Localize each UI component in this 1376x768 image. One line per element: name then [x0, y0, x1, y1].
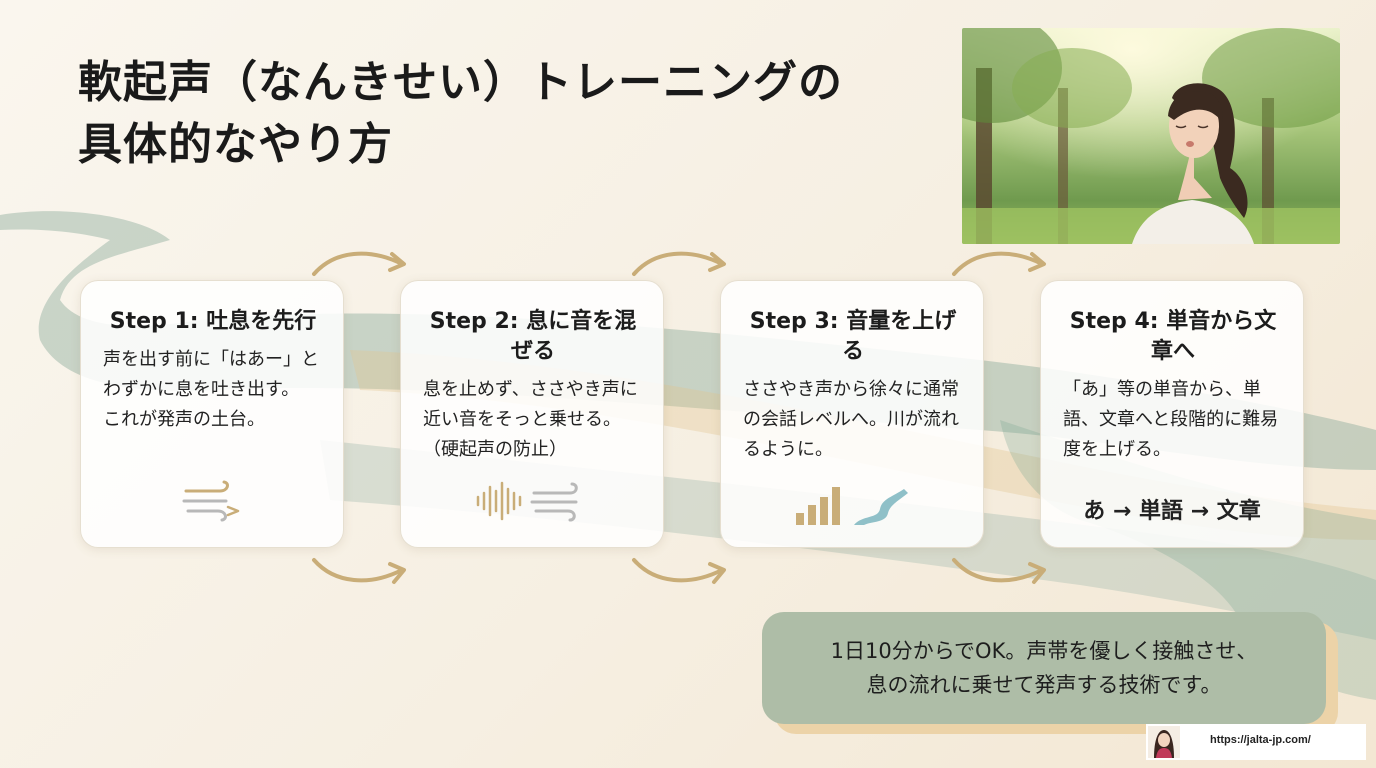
hero-photo: [962, 28, 1340, 244]
step-4-body: 「あ」等の単音から、単語、文章へと段階的に難易度を上げる。: [1063, 379, 1279, 460]
wind-icon: [81, 479, 343, 529]
soundwave-wind-icon: [401, 479, 663, 529]
arrow-top-1: [312, 251, 406, 276]
step-2-body: 息を止めず、ささやき声に近い音をそっと乗せる。（硬起声の防止）: [423, 379, 638, 460]
volume-river-icon: [721, 479, 983, 529]
arrow-top-2: [632, 251, 726, 276]
step-card-2: Step 2: 息に音を混ぜる 息を止めず、ささやき声に近い音をそっと乗せる。（…: [400, 280, 664, 548]
step-1-body: 声を出す前に「はあー」とわずかに息を吐き出す。 これが発声の土台。: [103, 349, 319, 430]
step-2-title: Step 2: 息に音を混ぜる: [429, 309, 637, 364]
arrow-top-3: [952, 251, 1046, 276]
step-4-title: Step 4: 単音から文章へ: [1069, 309, 1277, 364]
step-card-4: Step 4: 単音から文章へ 「あ」等の単音から、単語、文章へと段階的に難易度…: [1040, 280, 1304, 548]
step-1-title: Step 1: 吐息を先行: [109, 309, 317, 334]
step-card-3: Step 3: 音量を上げる ささやき声から徐々に通常の会話レベルへ。川が流れる…: [720, 280, 984, 548]
step-4-chain: あ → 単語 → 文章: [1083, 499, 1261, 524]
page-title: 軟起声（なんきせい）トレーニングの 具体的なやり方: [78, 52, 938, 176]
page-title-line1: 軟起声（なんきせい）トレーニングの: [78, 57, 843, 108]
avatar: [1148, 726, 1180, 758]
summary-note: 1日10分からでOK。声帯を優しく接触させ、 息の流れに乗せて発声する技術です。: [762, 612, 1326, 724]
park-illustration: [962, 28, 1340, 244]
page-title-line2: 具体的なやり方: [78, 119, 393, 170]
step-3-body: ささやき声から徐々に通常の会話レベルへ。川が流れるように。: [743, 379, 959, 460]
note-line1: 1日10分からでOK。声帯を優しく接触させ、: [830, 639, 1258, 663]
footer-url-link[interactable]: https://jalta-jp.com/: [1210, 734, 1311, 746]
arrow-bottom-3: [952, 558, 1046, 584]
footer-bar: https://jalta-jp.com/: [1146, 724, 1366, 760]
note-line2: 息の流れに乗せて発声する技術です。: [866, 673, 1222, 697]
arrow-bottom-2: [632, 558, 726, 584]
arrow-bottom-1: [312, 558, 406, 584]
step-card-1: Step 1: 吐息を先行 声を出す前に「はあー」とわずかに息を吐き出す。 これ…: [80, 280, 344, 548]
step-3-title: Step 3: 音量を上げる: [749, 309, 957, 364]
